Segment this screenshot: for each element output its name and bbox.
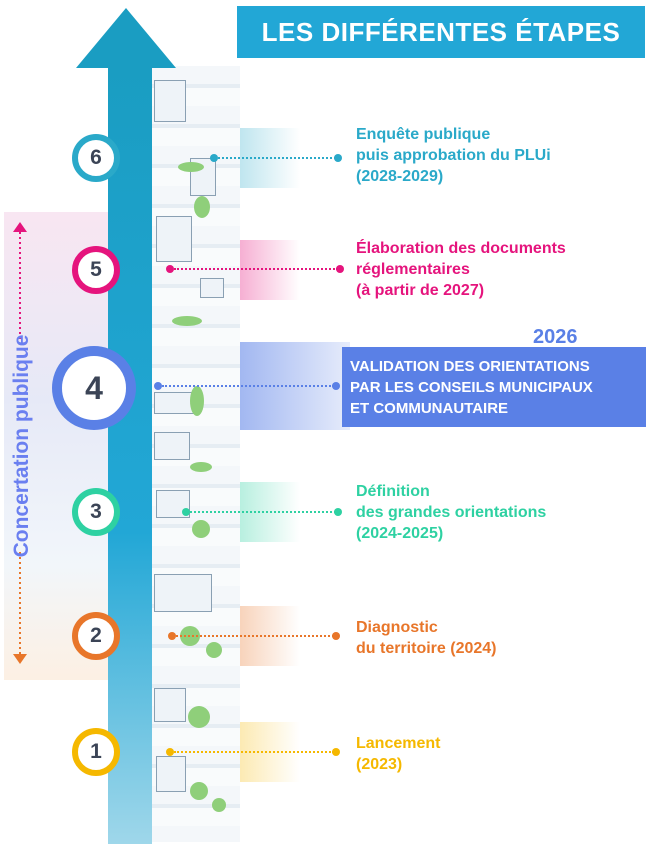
step-4-dot (154, 382, 162, 390)
timeline-arrow-head-icon (76, 8, 176, 68)
timeline-arrow-shaft (108, 66, 152, 844)
step-4-number: 4 (52, 346, 136, 430)
step-4-year: 2026 (533, 326, 578, 348)
step-2-number: 2 (72, 612, 120, 660)
step-3-connector (190, 511, 336, 513)
step-4-connector (162, 385, 334, 387)
step-5-connector (174, 268, 338, 270)
step-3-number: 3 (72, 488, 120, 536)
step-5-text: Élaboration des documents réglementaires… (356, 240, 566, 299)
step-2-end-dot (332, 632, 340, 640)
step-5-end-dot (336, 265, 344, 273)
step-2-text: Diagnostic du territoire (2024) (356, 619, 497, 657)
step-5-number: 5 (72, 246, 120, 294)
step-3-dot (182, 508, 190, 516)
step-6-number: 6 (72, 134, 120, 182)
page-title: LES DIFFÉRENTES ÉTAPES (237, 6, 645, 58)
step-6-text: Enquête publique puis approbation du PLU… (356, 126, 551, 185)
step-4-end-dot (332, 382, 340, 390)
step-6-connector (218, 157, 336, 159)
city-illustration (150, 66, 240, 842)
step-1-number: 1 (72, 728, 120, 776)
concertation-arrow-down-icon (13, 552, 27, 664)
step-1-connector (174, 751, 334, 753)
step-6-dot (210, 154, 218, 162)
step-1-text: Lancement (2023) (356, 735, 441, 773)
step-1-end-dot (332, 748, 340, 756)
step-1-dot (166, 748, 174, 756)
step-4-text: VALIDATION DES ORIENTATIONS PAR LES CONS… (342, 347, 646, 427)
step-3-end-dot (334, 508, 342, 516)
step-2-dot (168, 632, 176, 640)
step-2-connector (176, 635, 334, 637)
step-6-end-dot (334, 154, 342, 162)
step-5-dot (166, 265, 174, 273)
concertation-arrow-up-icon (13, 222, 27, 342)
concertation-label: Concertation publique (10, 334, 33, 558)
step-3-text: Définition des grandes orientations (202… (356, 483, 547, 542)
